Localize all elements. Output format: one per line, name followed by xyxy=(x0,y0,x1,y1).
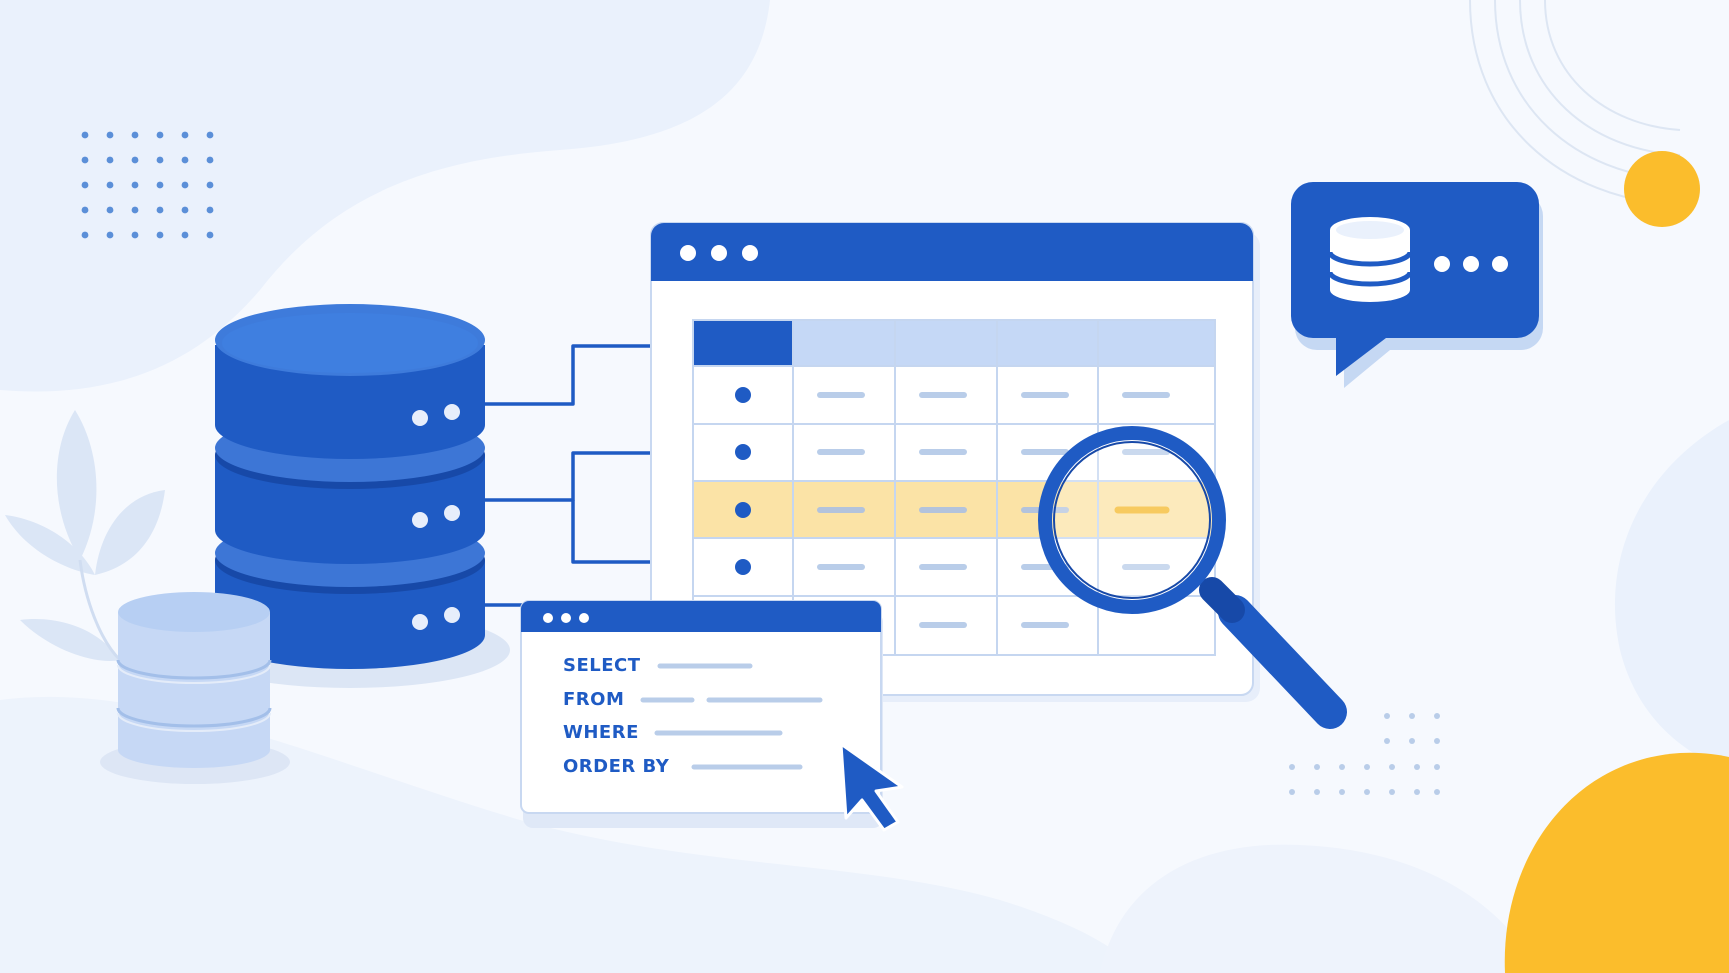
sql-query-window xyxy=(520,600,883,828)
data-table-window xyxy=(650,222,1260,702)
connector-lines xyxy=(475,344,672,607)
database-stack-icon xyxy=(190,304,510,688)
dot-grid xyxy=(81,131,214,239)
sql-keyword-select: SELECT xyxy=(563,655,641,676)
window-controls xyxy=(680,245,758,261)
yellow-dot xyxy=(1624,151,1700,227)
database-chat-bubble-icon xyxy=(1291,182,1543,388)
leaf-decoration xyxy=(5,410,165,662)
window-controls xyxy=(543,613,589,623)
decorative-arcs xyxy=(1469,0,1681,206)
dot-grid-small xyxy=(1289,713,1440,795)
database-icon xyxy=(100,592,290,784)
sql-keyword-where: WHERE xyxy=(563,722,639,743)
sql-keyword-from: FROM xyxy=(563,689,625,710)
yellow-blob xyxy=(1504,752,1729,973)
magnifying-glass-icon xyxy=(1038,426,1347,729)
sql-keyword-order-by: ORDER BY xyxy=(563,756,670,777)
mouse-pointer-icon xyxy=(839,742,904,832)
